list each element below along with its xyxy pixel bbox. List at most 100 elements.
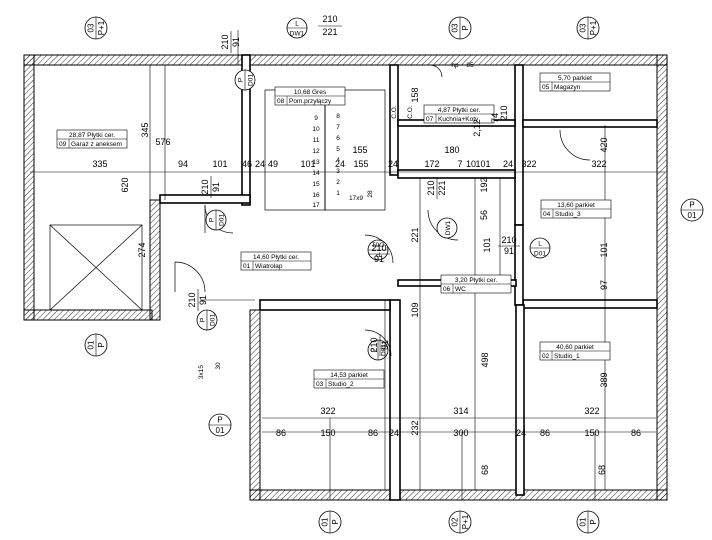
door-tag-bottom: D01: [210, 314, 217, 326]
grid-tag-top: 01: [321, 517, 330, 526]
stair-step: 7: [336, 124, 340, 131]
wall-magazyn-left: [514, 64, 524, 226]
room-name: Wiatrołap: [255, 263, 283, 270]
dim-door-h: 210: [501, 235, 516, 245]
dim-221: 221: [410, 227, 420, 242]
stair-step: 5: [336, 146, 340, 153]
dimension-lines: [30, 30, 665, 500]
door-tag-dw1_mid: DW1: [436, 217, 458, 239]
room-area: 3,20 Płytki cer.: [455, 277, 497, 284]
stair-step: 12: [312, 148, 320, 155]
dim-door-h: 210: [369, 337, 379, 352]
wall-garage-right: [149, 199, 161, 321]
co-label-1: C.O.: [391, 105, 398, 119]
wall-top-left: [23, 54, 243, 66]
dim-row3: 150: [584, 428, 599, 438]
door-tag-dw1_top: L DW1: [286, 17, 308, 39]
wall-lower-left: [249, 309, 261, 501]
stair-30: 30: [215, 362, 222, 370]
dim-620: 620: [120, 177, 130, 192]
room-area: 14,60 Płytki cer.: [253, 254, 299, 261]
dim-389: 389: [599, 372, 609, 387]
door-tag-bottom: D01: [372, 241, 384, 248]
wall-left: [23, 54, 35, 321]
garage-pit: [49, 224, 143, 311]
dim-door-w: 91: [211, 182, 221, 192]
dim-row3: 24: [389, 428, 399, 438]
dim-door-w: 91: [231, 37, 241, 47]
dim-row1: 101: [212, 159, 227, 169]
dim-345: 345: [140, 122, 150, 137]
dim-row1: 24: [388, 159, 398, 169]
room-num: 05: [542, 84, 550, 91]
grid-tag-bottom: P+1: [97, 20, 106, 35]
hp-label: hp: [451, 62, 459, 69]
wall-bottom: [249, 489, 668, 501]
wall-studio1-left: [515, 304, 525, 496]
dim-232: 232: [410, 420, 420, 435]
pit-rect: [49, 224, 143, 311]
grid-tag-top: 02: [451, 517, 460, 526]
dim-56: 56: [479, 210, 489, 220]
room-area: 4,87 Płytki cer.: [438, 107, 480, 114]
dim-door-w: 91: [198, 295, 208, 305]
dim-top-221: 221: [322, 27, 337, 37]
dim-row1: 172: [424, 159, 439, 169]
door-swings: [174, 64, 591, 357]
dim-door-w: 221: [437, 180, 447, 195]
door-tag-bottom: D01: [381, 344, 388, 356]
grid-tag-top: 03: [87, 23, 96, 32]
dim-498: 498: [480, 352, 490, 367]
dim-row3: 86: [368, 428, 378, 438]
dim-row1: 335: [92, 159, 107, 169]
grid-tag-bottom: P+1: [461, 514, 470, 529]
stair-step: 1: [336, 190, 340, 197]
wall-magazyn-bottom: [522, 119, 658, 128]
dim-row2: 322: [584, 406, 599, 416]
door-tag-bottom: D01: [248, 74, 255, 86]
stair-step: 8: [336, 113, 340, 120]
dim-row3: 86: [540, 428, 550, 438]
room-name: WC: [455, 286, 466, 293]
exterior-walls: [23, 54, 668, 501]
dim-210: 210: [499, 105, 509, 120]
door-tag-top: L: [295, 21, 299, 28]
door-tag-top: P: [238, 78, 245, 82]
grid-tag-bottom: P: [461, 25, 470, 30]
grid-tag-bottom: P+1: [589, 20, 598, 35]
door-tag-bottom: DW1: [290, 31, 305, 38]
door-tag-top: L: [538, 241, 542, 248]
dim-101c: 101: [482, 237, 492, 252]
dim-97: 97: [599, 280, 609, 290]
room-area: 5,70 parkiet: [558, 75, 592, 82]
dim-274: 274: [137, 242, 147, 257]
grid-tag-top: 03: [451, 23, 460, 32]
wall-wiatrolap-top: [159, 194, 251, 204]
co-label-2: C.O.: [407, 105, 414, 119]
stair-step: 10: [312, 126, 320, 133]
dim-door-h: 210: [426, 180, 436, 195]
dim-door-w: 91: [504, 246, 514, 256]
room-num: 04: [543, 211, 551, 218]
dim-row1: 322: [591, 159, 606, 169]
stair-step: 17: [312, 202, 320, 209]
